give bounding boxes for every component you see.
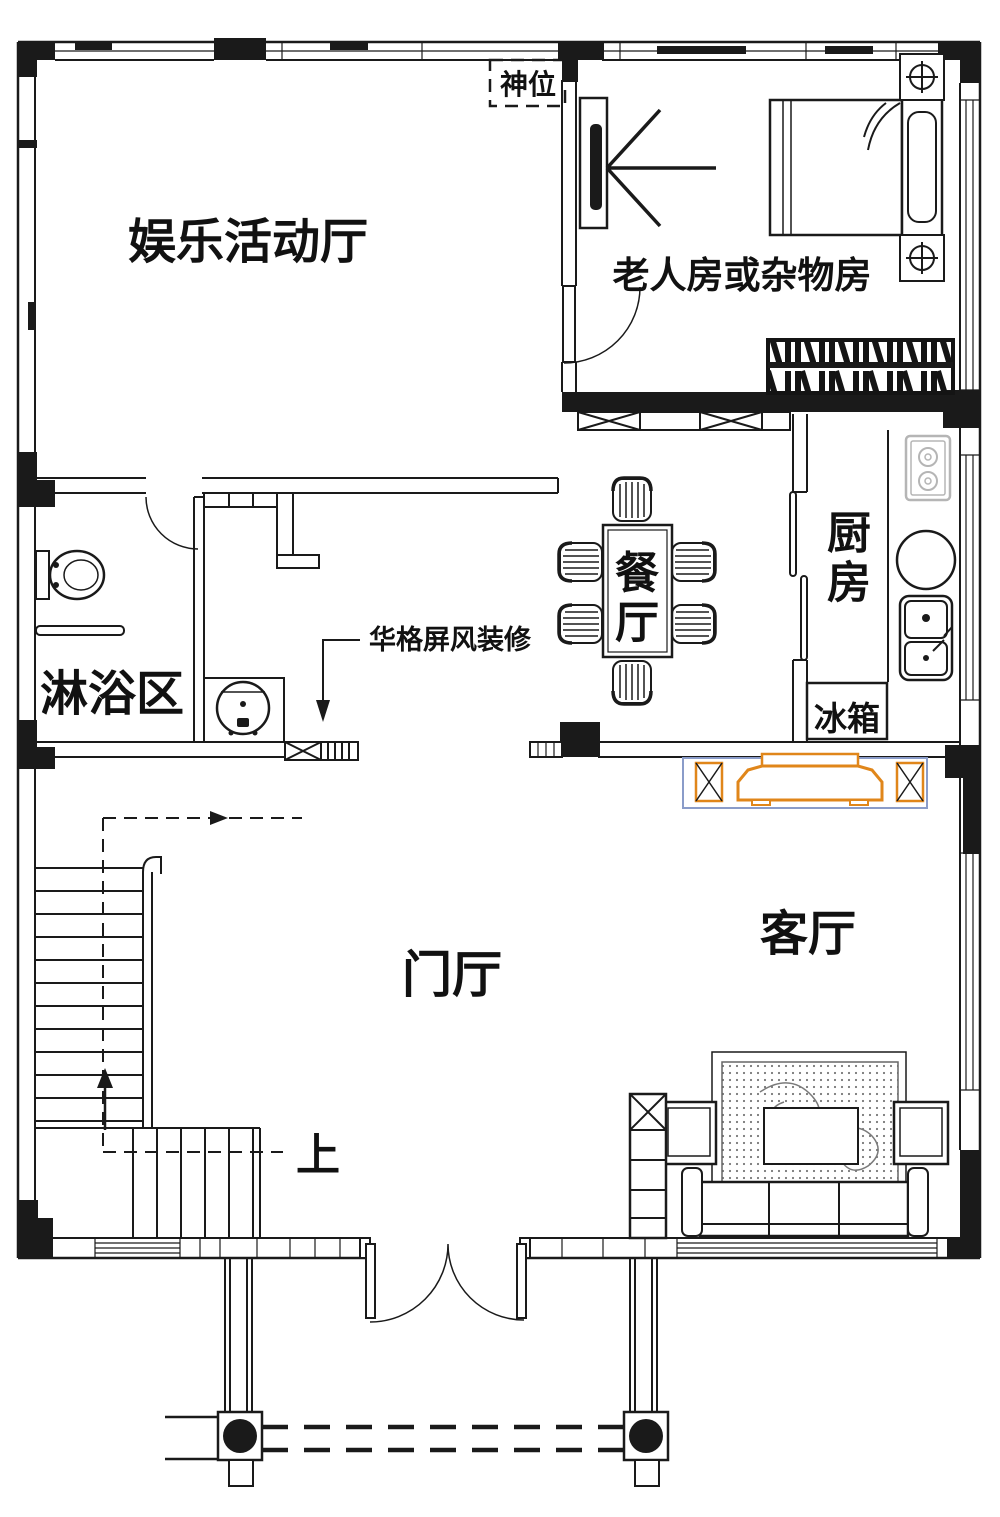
label-fridge: 冰箱	[814, 700, 880, 737]
entry-column-cabinet	[628, 1092, 668, 1240]
bedroom-furniture	[578, 53, 955, 395]
armchair	[892, 1100, 950, 1166]
entry-door-leaf	[516, 1243, 527, 1319]
windows	[960, 99, 980, 1091]
interior-walls	[35, 80, 960, 761]
toilet	[35, 549, 106, 601]
wall-columns	[18, 38, 980, 1258]
lattice-screen-band	[577, 411, 791, 431]
folding-screen	[284, 741, 359, 761]
label-stairs-up: 上	[296, 1131, 340, 1180]
label-entertainment-hall: 娱乐活动厅	[128, 216, 368, 269]
bedroom-door-arc	[563, 286, 641, 364]
sofa-set	[660, 1051, 950, 1238]
armchair	[660, 1100, 718, 1166]
stairs	[35, 811, 302, 1238]
dining-set	[557, 476, 717, 706]
bathroom-door-arc	[145, 496, 199, 550]
stair-route	[97, 811, 302, 1153]
entrance-porch	[165, 1237, 670, 1487]
double-sink	[898, 594, 954, 682]
prep-bowl	[895, 529, 957, 591]
sofa	[698, 1180, 910, 1238]
stair-railing	[142, 856, 162, 1128]
sofa-armrest	[681, 1167, 703, 1237]
dining-table	[601, 523, 674, 659]
speaker	[895, 761, 925, 803]
kitchen-fixtures	[805, 434, 957, 741]
fridge-box	[805, 681, 889, 741]
outer-walls	[16, 38, 982, 1260]
label-kitchen: 厨房	[827, 509, 871, 607]
entry-door-arcs	[369, 1243, 525, 1323]
label-foyer: 门厅	[402, 947, 502, 1003]
sliding-door-panel	[789, 491, 797, 577]
sliding-door-panel	[800, 575, 808, 661]
bedroom-door-leaf	[562, 285, 576, 363]
doors	[145, 285, 641, 550]
label-elder-room: 老人房或杂物房	[613, 255, 872, 296]
wardrobe	[766, 338, 955, 395]
label-shrine: 神位	[500, 68, 556, 100]
tv-wall	[682, 752, 928, 809]
bathroom-partition	[193, 496, 205, 742]
towel-bar	[35, 625, 125, 636]
speaker	[694, 761, 724, 803]
bedroom-south-wall	[562, 392, 946, 412]
nightstand	[899, 234, 945, 282]
bathroom-fixtures	[35, 549, 285, 742]
labels: 娱乐活动厅 老人房或杂物房 神位 餐厅 厨房 冰箱 淋浴区 华格屏风装修 客厅 …	[40, 68, 880, 1180]
living-furniture	[628, 752, 950, 1240]
shrine-box	[488, 58, 567, 108]
screen-annotation-leader	[316, 639, 360, 722]
entry-door-leaf	[365, 1243, 376, 1319]
gas-stove	[904, 434, 952, 502]
coffee-table	[763, 1107, 859, 1165]
tv-cabinet	[736, 752, 884, 806]
label-shower-area: 淋浴区	[40, 668, 184, 721]
sofa-armrest	[907, 1167, 929, 1237]
porch-column	[622, 1410, 670, 1487]
label-dining-room: 餐厅	[615, 549, 659, 647]
label-screen-note: 华格屏风装修	[369, 624, 532, 655]
wash-basin	[203, 677, 285, 742]
porch-column	[216, 1410, 264, 1487]
nightstand	[899, 53, 945, 101]
shrine-cabinet	[578, 96, 716, 230]
bed	[768, 92, 944, 243]
label-living-room: 客厅	[760, 908, 856, 961]
